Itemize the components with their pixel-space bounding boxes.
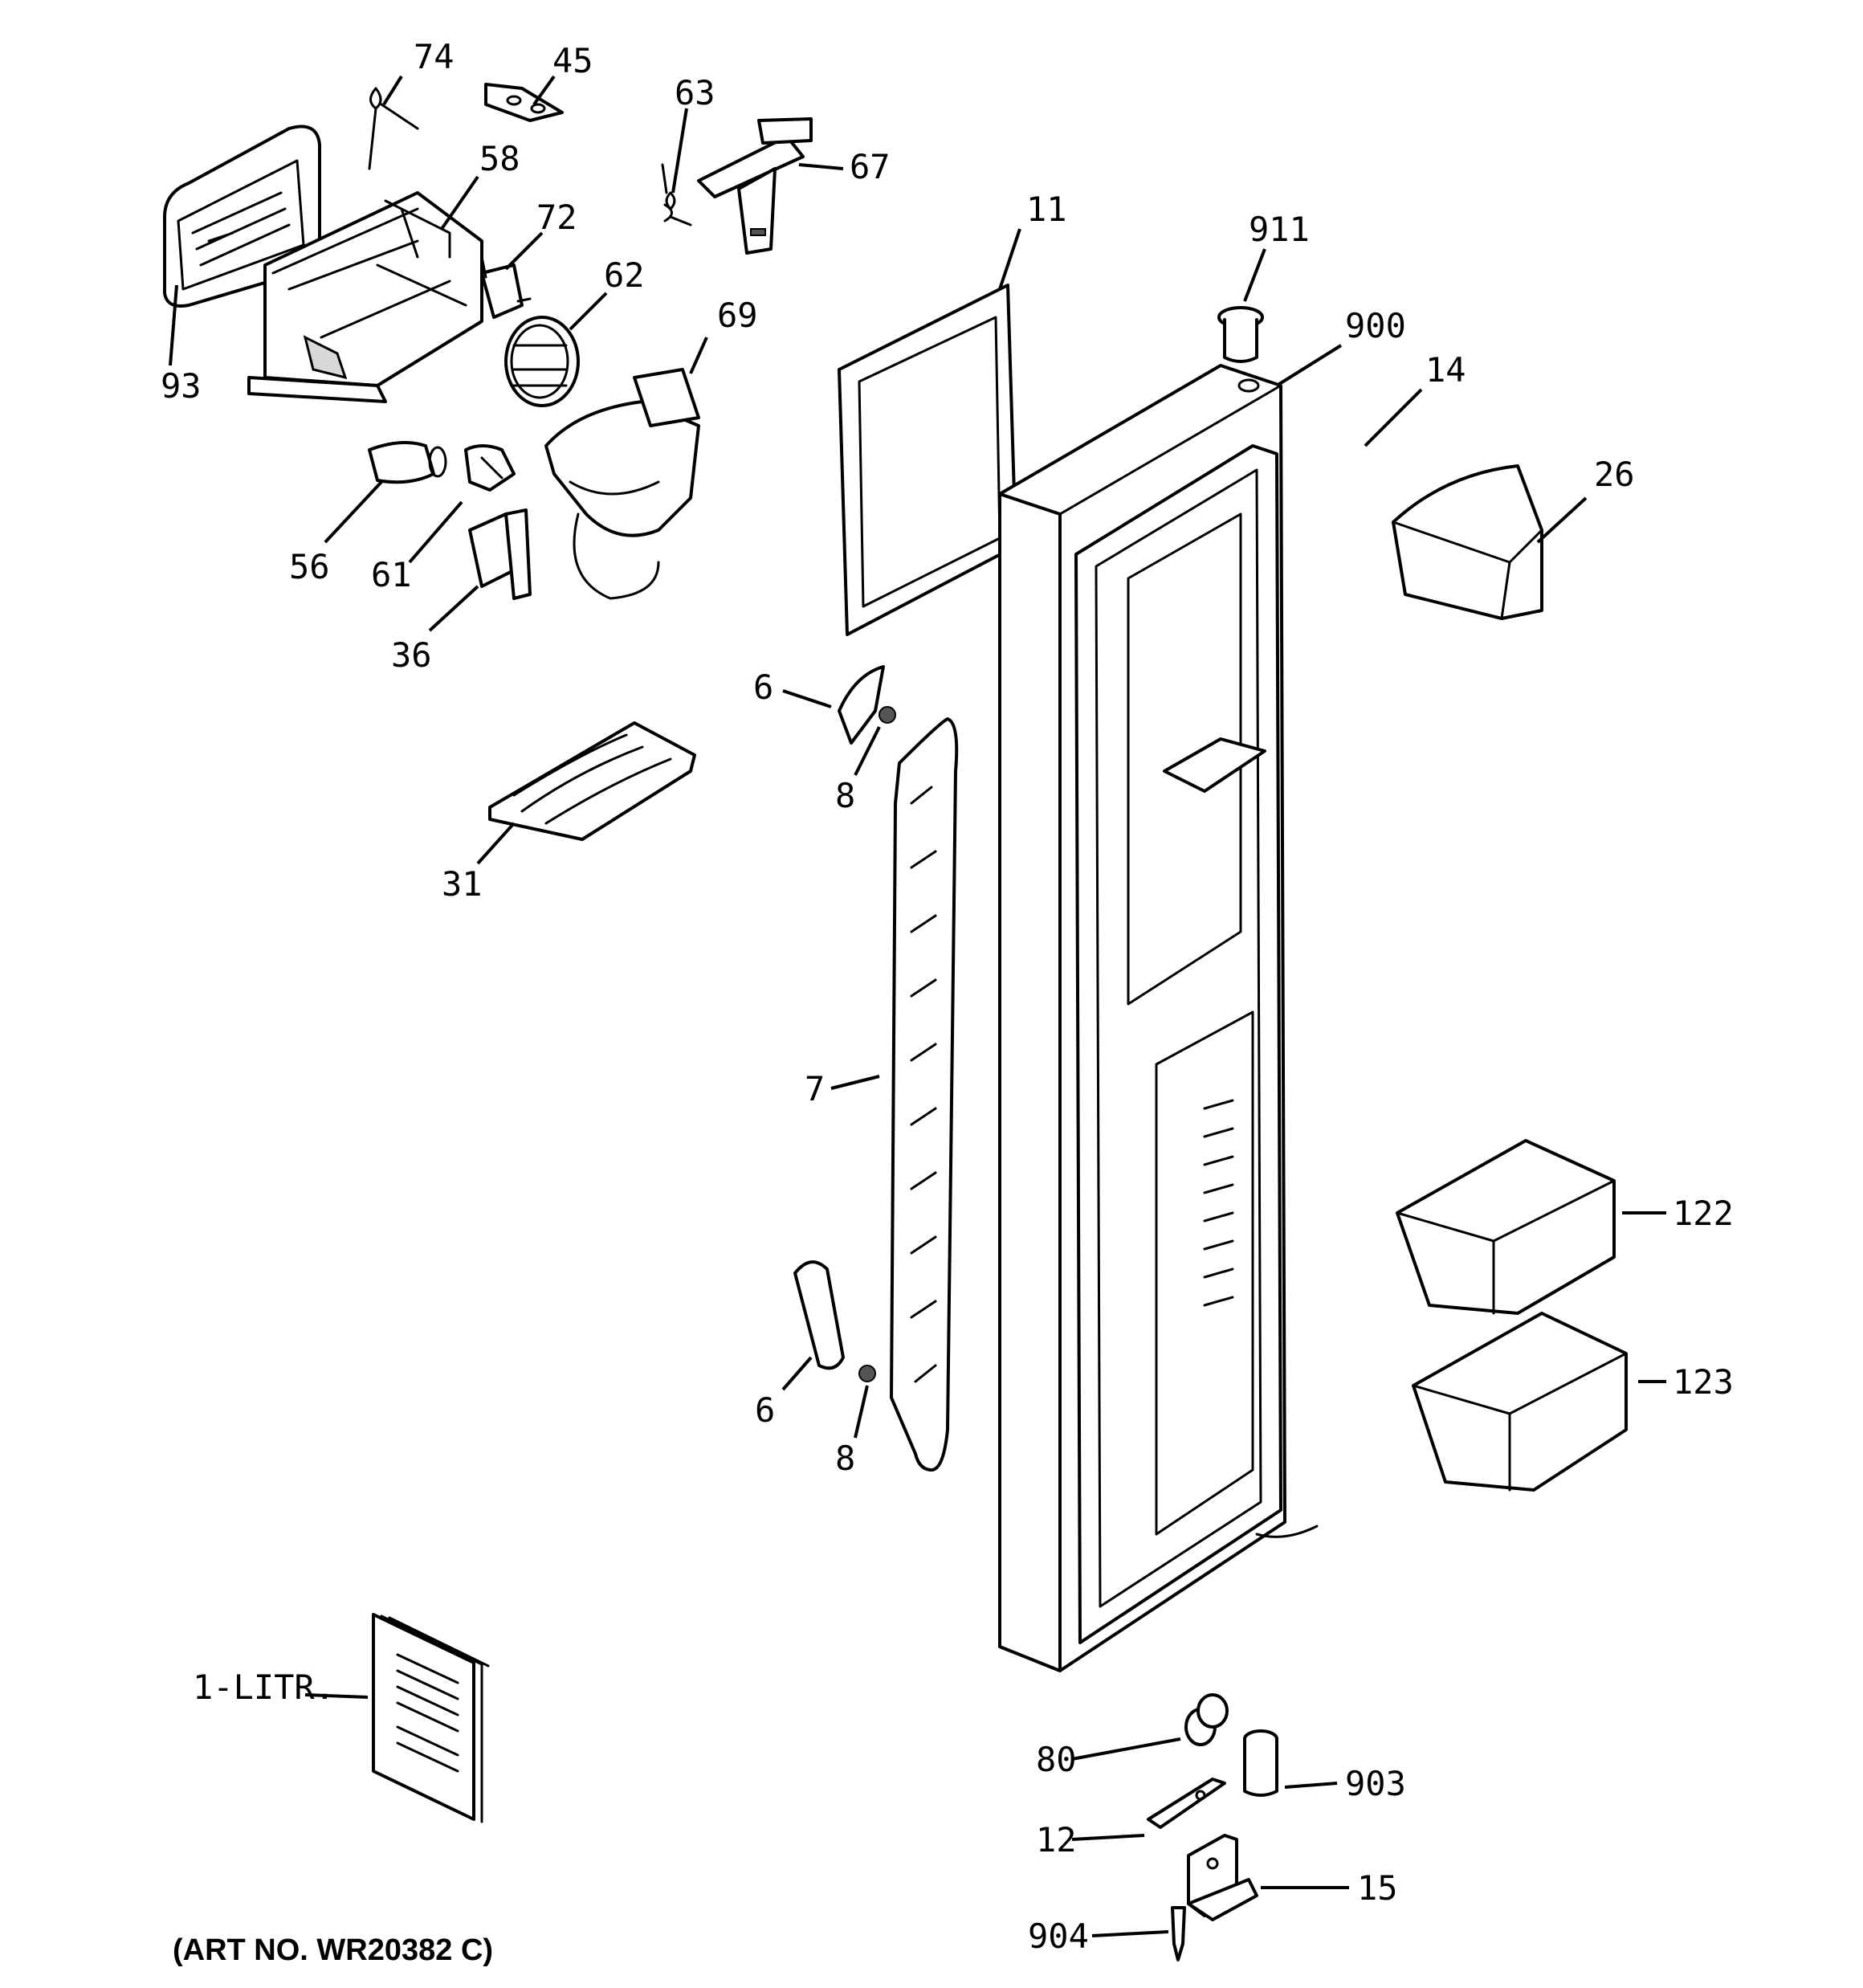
literature-part-1-litr: [372, 1613, 490, 1823]
callout-900: 900: [1345, 306, 1406, 345]
callout-67: 67: [850, 147, 891, 186]
callout-45: 45: [552, 41, 593, 80]
callout-1-litr: 1-LITR.: [193, 1668, 335, 1707]
actuator-part-67: [697, 117, 813, 255]
screw-part-8-top: [879, 706, 896, 724]
callout-58: 58: [479, 139, 520, 178]
callout-903: 903: [1345, 1764, 1406, 1803]
callout-72: 72: [536, 198, 577, 237]
bushing-part-80: [1184, 1693, 1229, 1746]
callout-12: 12: [1036, 1820, 1077, 1859]
callout-7: 7: [805, 1069, 825, 1108]
dispenser-frame-part-11: [838, 284, 1017, 636]
bulb-part-56: [368, 441, 447, 484]
callout-904: 904: [1028, 1917, 1089, 1956]
callout-62: 62: [604, 255, 645, 295]
callout-31: 31: [442, 864, 483, 904]
callout-63: 63: [675, 73, 715, 112]
callout-123: 123: [1673, 1362, 1734, 1402]
callout-74: 74: [414, 37, 455, 76]
cap-part-911: [1217, 306, 1264, 363]
callout-14: 14: [1425, 350, 1466, 390]
ice-chute-part-69: [544, 368, 700, 600]
handle-cap-part-6-bottom: [793, 1260, 845, 1370]
spring-part-63: [661, 163, 692, 227]
handle-part-7: [890, 717, 959, 1472]
switch-part-72: [480, 255, 532, 319]
callout-36: 36: [391, 635, 432, 675]
art-number: (ART NO. WR20382 C): [173, 1933, 493, 1967]
callout-93: 93: [161, 366, 202, 406]
bracket-part-36: [468, 508, 532, 600]
drip-tray-part-31: [488, 721, 696, 841]
callout-15: 15: [1357, 1868, 1398, 1908]
hinge-part-15: [1187, 1834, 1258, 1921]
screw-part-904: [1171, 1906, 1186, 1961]
callout-6-top: 6: [753, 667, 773, 707]
cover-part-26: [1392, 464, 1543, 620]
callout-911: 911: [1249, 210, 1310, 249]
callout-69: 69: [717, 296, 758, 335]
handle-cap-part-6-top: [838, 665, 885, 745]
hinge-plate-part-12: [1147, 1778, 1226, 1829]
dispenser-housing-part-58: [247, 191, 483, 403]
callout-61: 61: [371, 555, 412, 594]
bracket-part-45: [484, 83, 564, 122]
callout-8-top: 8: [835, 776, 855, 815]
callout-80: 80: [1036, 1740, 1077, 1779]
spring-part-74: [368, 87, 419, 170]
liner-shelf-clips: [1203, 1099, 1234, 1307]
pin-part-903: [1243, 1729, 1278, 1797]
door-bin-part-122: [1396, 1139, 1616, 1315]
leader-lines: [169, 75, 1666, 1937]
callout-122: 122: [1673, 1194, 1734, 1233]
door-liner-part-14: [1074, 444, 1319, 1644]
auger-motor-part-62: [504, 316, 580, 407]
callout-26: 26: [1594, 455, 1635, 494]
callout-56: 56: [289, 547, 330, 586]
callout-6-bottom: 6: [755, 1390, 775, 1430]
socket-part-61: [464, 444, 516, 492]
screw-part-8-bottom: [858, 1365, 876, 1382]
door-bin-part-123: [1412, 1312, 1628, 1492]
callout-8-bottom: 8: [835, 1439, 855, 1478]
callout-11: 11: [1026, 190, 1067, 229]
callout-labels: 74 45 63 67 58 72 62 69 93 11 911 900 14…: [161, 37, 1734, 1956]
